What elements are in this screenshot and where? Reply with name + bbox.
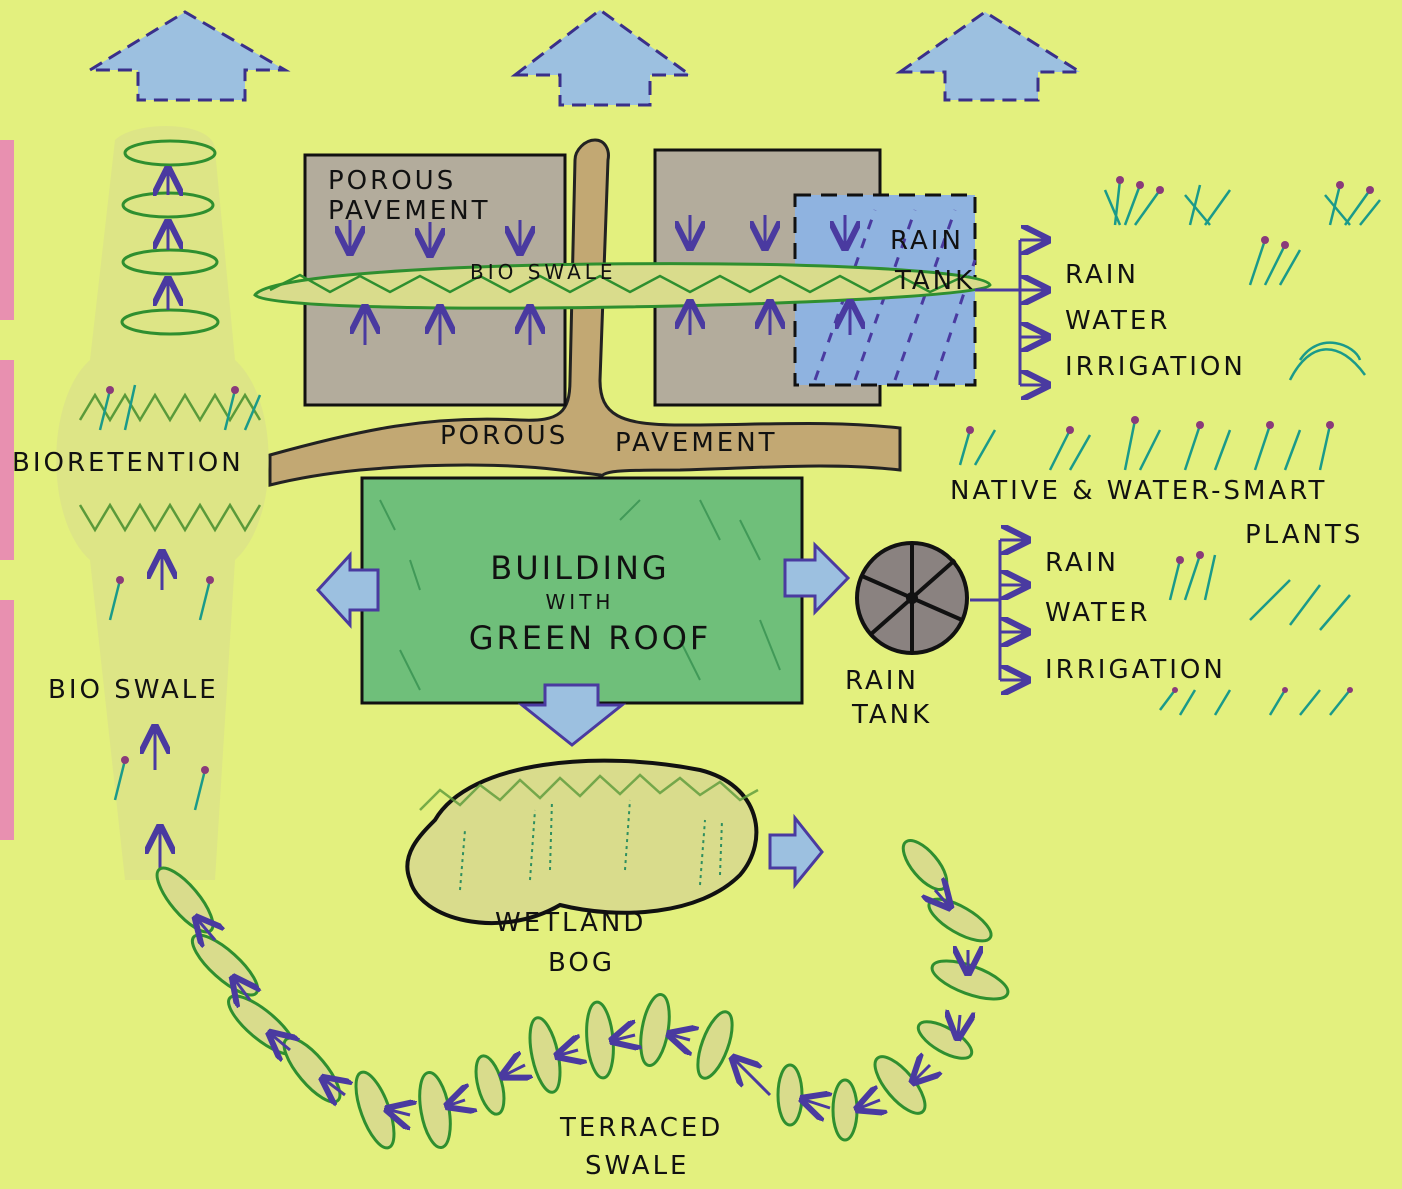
road-porous-pavement (268, 138, 902, 487)
plant-flowers (106, 176, 1374, 774)
wetland-label: WETLAND (495, 908, 647, 938)
native-plants-label: PLANTS (1245, 520, 1364, 550)
wetland-label: BOG (548, 948, 615, 978)
rain-tank-label: RAIN (845, 666, 919, 696)
rwi-label: RAIN (1045, 548, 1119, 578)
rwi-label: RAIN (1065, 260, 1139, 290)
porous-pavement-road-label: PAVEMENT (615, 428, 778, 458)
building-label: BUILDING (490, 549, 670, 587)
rain-tank-icon (855, 541, 969, 655)
rain-tank-label: TANK (895, 266, 976, 296)
plant-cluster-icon (98, 179, 1381, 811)
building-label: GREEN ROOF (468, 619, 712, 657)
porous-pavement-road-label: POROUS (440, 421, 569, 451)
native-plants-label: NATIVE & WATER-SMART (950, 476, 1328, 506)
porous-pavement-label: POROUS (328, 166, 457, 196)
rwi-label: WATER (1065, 306, 1171, 336)
irrigation-branch-bottom (970, 540, 1025, 680)
flow-arrow-icon (198, 890, 968, 1115)
building-green-roof (360, 476, 804, 705)
rwi-label: IRRIGATION (1045, 655, 1226, 685)
rwi-label: IRRIGATION (1065, 352, 1246, 382)
terraced-swale-label: TERRACED (560, 1113, 724, 1143)
flow-arrow-icon (315, 541, 851, 890)
bio-swale-label: BIO SWALE (48, 675, 219, 705)
bio-swale-label: BIO SWALE (470, 260, 617, 284)
house-outflow-icon (84, 8, 1086, 107)
porous-pavement-label: PAVEMENT (328, 196, 491, 226)
flow-arrow-icon (350, 215, 850, 345)
wetland-bog (405, 758, 759, 926)
rain-tank-label: RAIN (890, 226, 964, 256)
rwi-label: WATER (1045, 598, 1151, 628)
bioretention-swale-left (56, 126, 269, 881)
rain-tank-label: TANK (852, 700, 933, 730)
irrigation-branch-top (975, 240, 1045, 385)
bioretention-label: BIORETENTION (12, 448, 244, 478)
pink-edge-strips (0, 140, 14, 840)
terraced-swale-label: SWALE (585, 1151, 690, 1181)
building-label: WITH (545, 590, 615, 614)
